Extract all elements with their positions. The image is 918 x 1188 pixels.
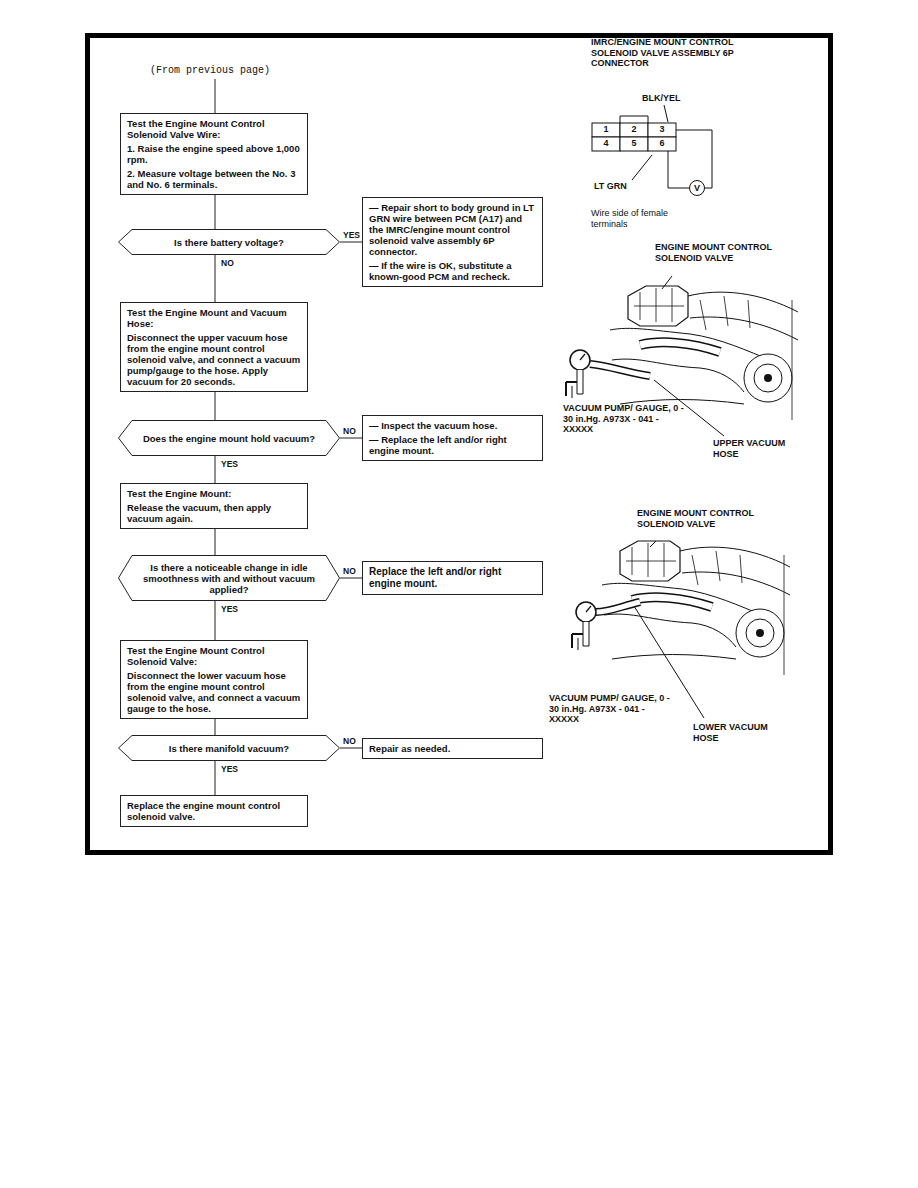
box-text: 2. Measure voltage between the No. 3 and… [127, 168, 301, 190]
process-box: Test the Engine Mount Control Solenoid V… [120, 640, 308, 719]
flow-line [215, 79, 216, 113]
branch-label: NO [220, 258, 235, 268]
part-name: ENGINE MOUNT CONTROL SOLENOID VALVE [655, 242, 775, 263]
result-box: — Repair short to body ground in LT GRN … [362, 197, 543, 287]
part-name: ENGINE MOUNT CONTROL SOLENOID VALVE [637, 508, 757, 529]
leader-line [634, 541, 704, 718]
process-box: Test the Engine Mount: Release the vacuum… [120, 483, 308, 529]
pin-number: 3 [648, 124, 676, 135]
branch-label: YES [220, 764, 239, 774]
result-box: Replace the left and/or right engine mou… [362, 561, 543, 595]
wire-color: BLK/YEL [642, 93, 692, 104]
branch-label: YES [220, 459, 239, 469]
box-text: Disconnect the lower vacuum hose from th… [127, 670, 301, 714]
part-name: LOWER VACUUM HOSE [693, 722, 793, 743]
box-heading: Test the Engine Mount Control Solenoid V… [127, 118, 301, 140]
meter-symbol-letter: V [690, 183, 704, 194]
note: Wire side of female terminals [591, 208, 691, 229]
connector-title: IMRC/ENGINE MOUNT CONTROL SOLENOID VALVE… [591, 37, 741, 69]
vacuum-hose [590, 364, 650, 376]
flow-line [215, 761, 216, 795]
decision-diamond: Is there battery voltage? [118, 229, 340, 255]
tool-name: VACUUM PUMP/ GAUGE, 0 - 30 in.Hg. A973X … [549, 693, 674, 725]
pin-number: 1 [592, 124, 620, 135]
flow-line [340, 438, 362, 439]
pin-number: 5 [620, 138, 648, 149]
pin-number: 4 [592, 138, 620, 149]
box-text: Replace the engine mount control solenoi… [127, 800, 301, 822]
box-text: Repair as needed. [369, 743, 536, 754]
box-heading: Test the Engine Mount Control Solenoid V… [127, 645, 301, 667]
branch-label: YES [220, 604, 239, 614]
result-box: Repair as needed. [362, 738, 543, 759]
connector-symbol [592, 116, 676, 151]
pin-number: 6 [648, 138, 676, 149]
part-name: UPPER VACUUM HOSE [713, 438, 813, 459]
box-heading: Test the Engine Mount: [127, 488, 301, 499]
box-heading: Test the Engine Mount and Vacuum Hose: [127, 307, 301, 329]
box-text: Replace the left and/or right engine mou… [369, 566, 536, 590]
decision-diamond: Is there manifold vacuum? [118, 735, 340, 761]
box-text: — Replace the left and/or right engine m… [369, 434, 536, 456]
box-text: Is there battery voltage? [140, 237, 318, 248]
flow-line [215, 529, 216, 555]
flow-line [340, 578, 362, 579]
branch-label: NO [342, 426, 357, 436]
box-text: Does the engine mount hold vacuum? [140, 433, 318, 444]
process-box: Test the Engine Mount Control Solenoid V… [120, 113, 308, 195]
vacuum-hose [590, 364, 650, 376]
branch-label: YES [342, 230, 361, 240]
wire [632, 105, 712, 188]
engine-sketch [610, 286, 798, 420]
result-box: — Inspect the vacuum hose. — Replace the … [362, 415, 543, 461]
flow-line [215, 719, 216, 735]
process-box: Replace the engine mount control solenoi… [120, 795, 308, 827]
vacuum-hose [596, 602, 640, 612]
box-text: — Repair short to body ground in LT GRN … [369, 202, 536, 257]
frame-ground [90, 38, 828, 850]
box-text: — If the wire is OK, substitute a known-… [369, 260, 536, 282]
branch-label: NO [342, 736, 357, 746]
vacuum-hose [596, 602, 640, 612]
box-text: Disconnect the upper vacuum hose from th… [127, 332, 301, 387]
vacuum-pump [566, 350, 590, 398]
decision-diamond: Does the engine mount hold vacuum? [118, 420, 340, 456]
decision-diamond: Is there a noticeable change in idle smo… [118, 555, 340, 601]
frame [85, 33, 833, 855]
flow-line [340, 242, 362, 243]
flow-line [215, 195, 216, 229]
branch-label: NO [342, 566, 357, 576]
process-box: Test the Engine Mount and Vacuum Hose: Di… [120, 302, 308, 392]
flow-line [215, 456, 216, 483]
box-text: 1. Raise the engine speed above 1,000 rp… [127, 143, 301, 165]
wire-color: LT GRN [594, 181, 638, 192]
box-text: — Inspect the vacuum hose. [369, 420, 536, 431]
flow-line [215, 255, 216, 302]
vacuum-pump [572, 602, 596, 650]
tool-name: VACUUM PUMP/ GAUGE, 0 - 30 in.Hg. A973X … [563, 403, 688, 435]
flow-line [215, 392, 216, 420]
voltmeter-symbol [690, 181, 705, 196]
page-reference: (From previous page) [150, 66, 310, 77]
box-text: Is there a noticeable change in idle smo… [140, 562, 318, 595]
flow-line [340, 748, 362, 749]
flow-line [215, 601, 216, 640]
pin-number: 2 [620, 124, 648, 135]
box-text: Is there manifold vacuum? [140, 743, 318, 754]
box-text: Release the vacuum, then apply vacuum ag… [127, 502, 301, 524]
